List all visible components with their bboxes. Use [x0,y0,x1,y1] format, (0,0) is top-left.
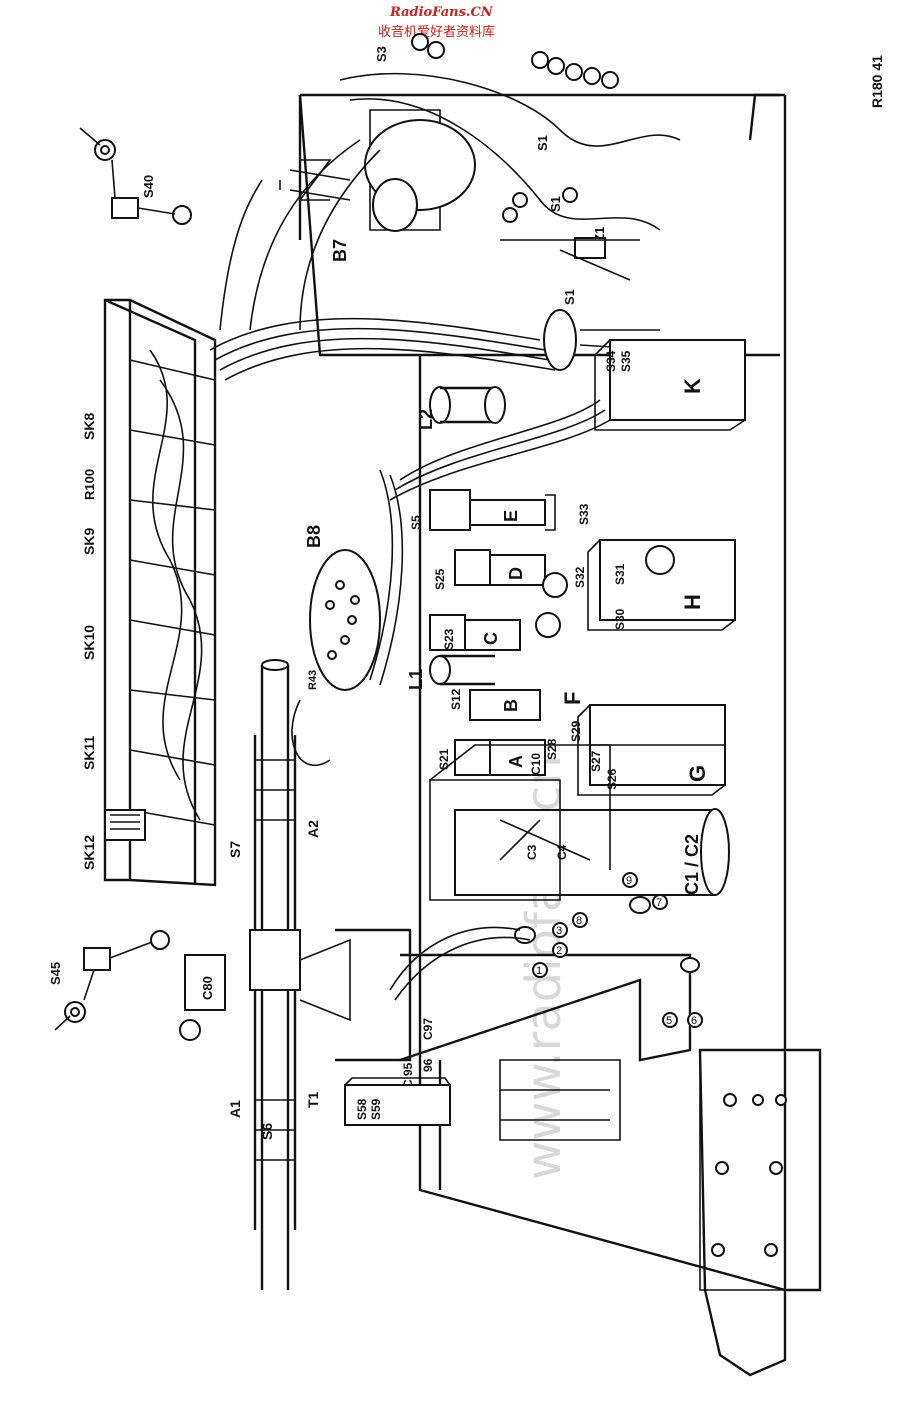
label-S31: S31 [613,563,627,585]
label-S45: S45 [48,962,63,985]
label-S28: S28 [545,738,559,760]
tube-socket-B8 [309,549,381,691]
svg-text:3: 3 [556,925,562,937]
label-S27: S27 [589,750,603,772]
label-B7: B7 [330,239,350,262]
label-E: E [501,510,521,522]
label-C10: C10 [529,753,543,775]
label-L2: L2 [416,409,436,430]
label-G: G [685,765,710,782]
label-SK10: SK10 [81,625,97,660]
label-C95: C 95 [401,1062,415,1088]
label-R100: R100 [82,469,97,500]
label-S7: S7 [227,841,243,858]
chassis-outline [298,93,822,1377]
label-C96: 96 [421,1058,435,1072]
label-S5: S5 [409,515,423,530]
label-SK11: SK11 [81,736,97,770]
label-F: F [560,692,585,705]
label-B8: B8 [304,525,324,548]
label-C4: C4 [555,844,569,860]
label-S34: S34 [604,350,618,372]
coil-L1 [429,654,495,686]
label-S21: S21 [437,748,451,770]
svg-text:2: 2 [556,945,562,957]
svg-text:6: 6 [691,1015,697,1027]
watermark-slogan: 收音机爱好者资料库 [378,24,495,40]
label-SK12: SK12 [81,835,97,870]
label-S33: S33 [577,503,591,525]
socket-S45 [54,930,170,1031]
label-C3: C3 [525,844,539,860]
label-S40: S40 [141,175,156,198]
svg-text:8: 8 [576,915,582,927]
label-S1-mid: S1 [548,196,563,212]
block-FG [577,704,726,796]
label-S32: S32 [573,566,587,588]
label-A2: A2 [305,820,321,838]
block-B [469,689,541,721]
ferrite-antenna-rod [249,659,351,1290]
label-S59: S59 [369,1098,383,1120]
switch-S58-S59 [344,1077,451,1126]
label-C97: C97 [421,1018,435,1040]
label-S6: S6 [259,1123,275,1140]
svg-text:9: 9 [626,875,632,887]
label-SK9: SK9 [81,528,97,555]
svg-text:7: 7 [656,897,662,909]
label-SK8: SK8 [81,413,97,440]
label-S35: S35 [619,350,633,372]
drawing-code: R180 41 [869,55,885,108]
label-H: H [680,594,705,610]
wires-B8 [291,469,404,767]
label-S1-top: S1 [535,135,550,151]
label-A: A [506,755,526,768]
capacitor-C80 [179,954,226,1041]
numbered-terminals: 9 8 7 5 6 3 2 1 [532,872,703,1028]
svg-text:1: 1 [536,965,542,977]
lower-bracket [335,926,700,1190]
label-S30: S30 [613,608,627,630]
label-A1: A1 [227,1100,243,1118]
label-S1-low: S1 [562,289,577,305]
label-S3: S3 [374,46,389,62]
label-R43: R43 [307,670,319,690]
label-C1C2: C1 / C2 [682,834,702,895]
tuning-capacitor-C1C2 [429,744,730,914]
label-S26: S26 [605,768,619,790]
switch-contacts [411,33,640,281]
block-E [429,489,556,531]
block-A [454,739,546,776]
label-T1: T1 [305,1091,321,1108]
label-S12: S12 [449,688,463,710]
cable-loom [209,309,661,501]
label-S25: S25 [433,568,447,590]
block-K [594,339,746,431]
watermark-site: RadioFans.CN [389,5,494,20]
dial-scale-assembly [103,298,217,887]
block-H [587,539,736,631]
label-C: C [481,632,501,645]
coil-L2 [429,386,506,424]
label-L1: L1 [406,669,426,690]
block-C [429,612,561,651]
wave-switch-B7 [219,72,681,331]
svg-text:5: 5 [666,1015,672,1027]
label-B: B [501,699,521,712]
label-S23: S23 [442,628,456,650]
label-C80: C80 [200,976,215,1000]
label-S58: S58 [355,1098,369,1120]
label-K: K [680,378,705,394]
label-S29: S29 [569,720,583,742]
block-D [454,549,568,598]
label-D: D [506,567,526,580]
socket-S40 [79,127,192,225]
